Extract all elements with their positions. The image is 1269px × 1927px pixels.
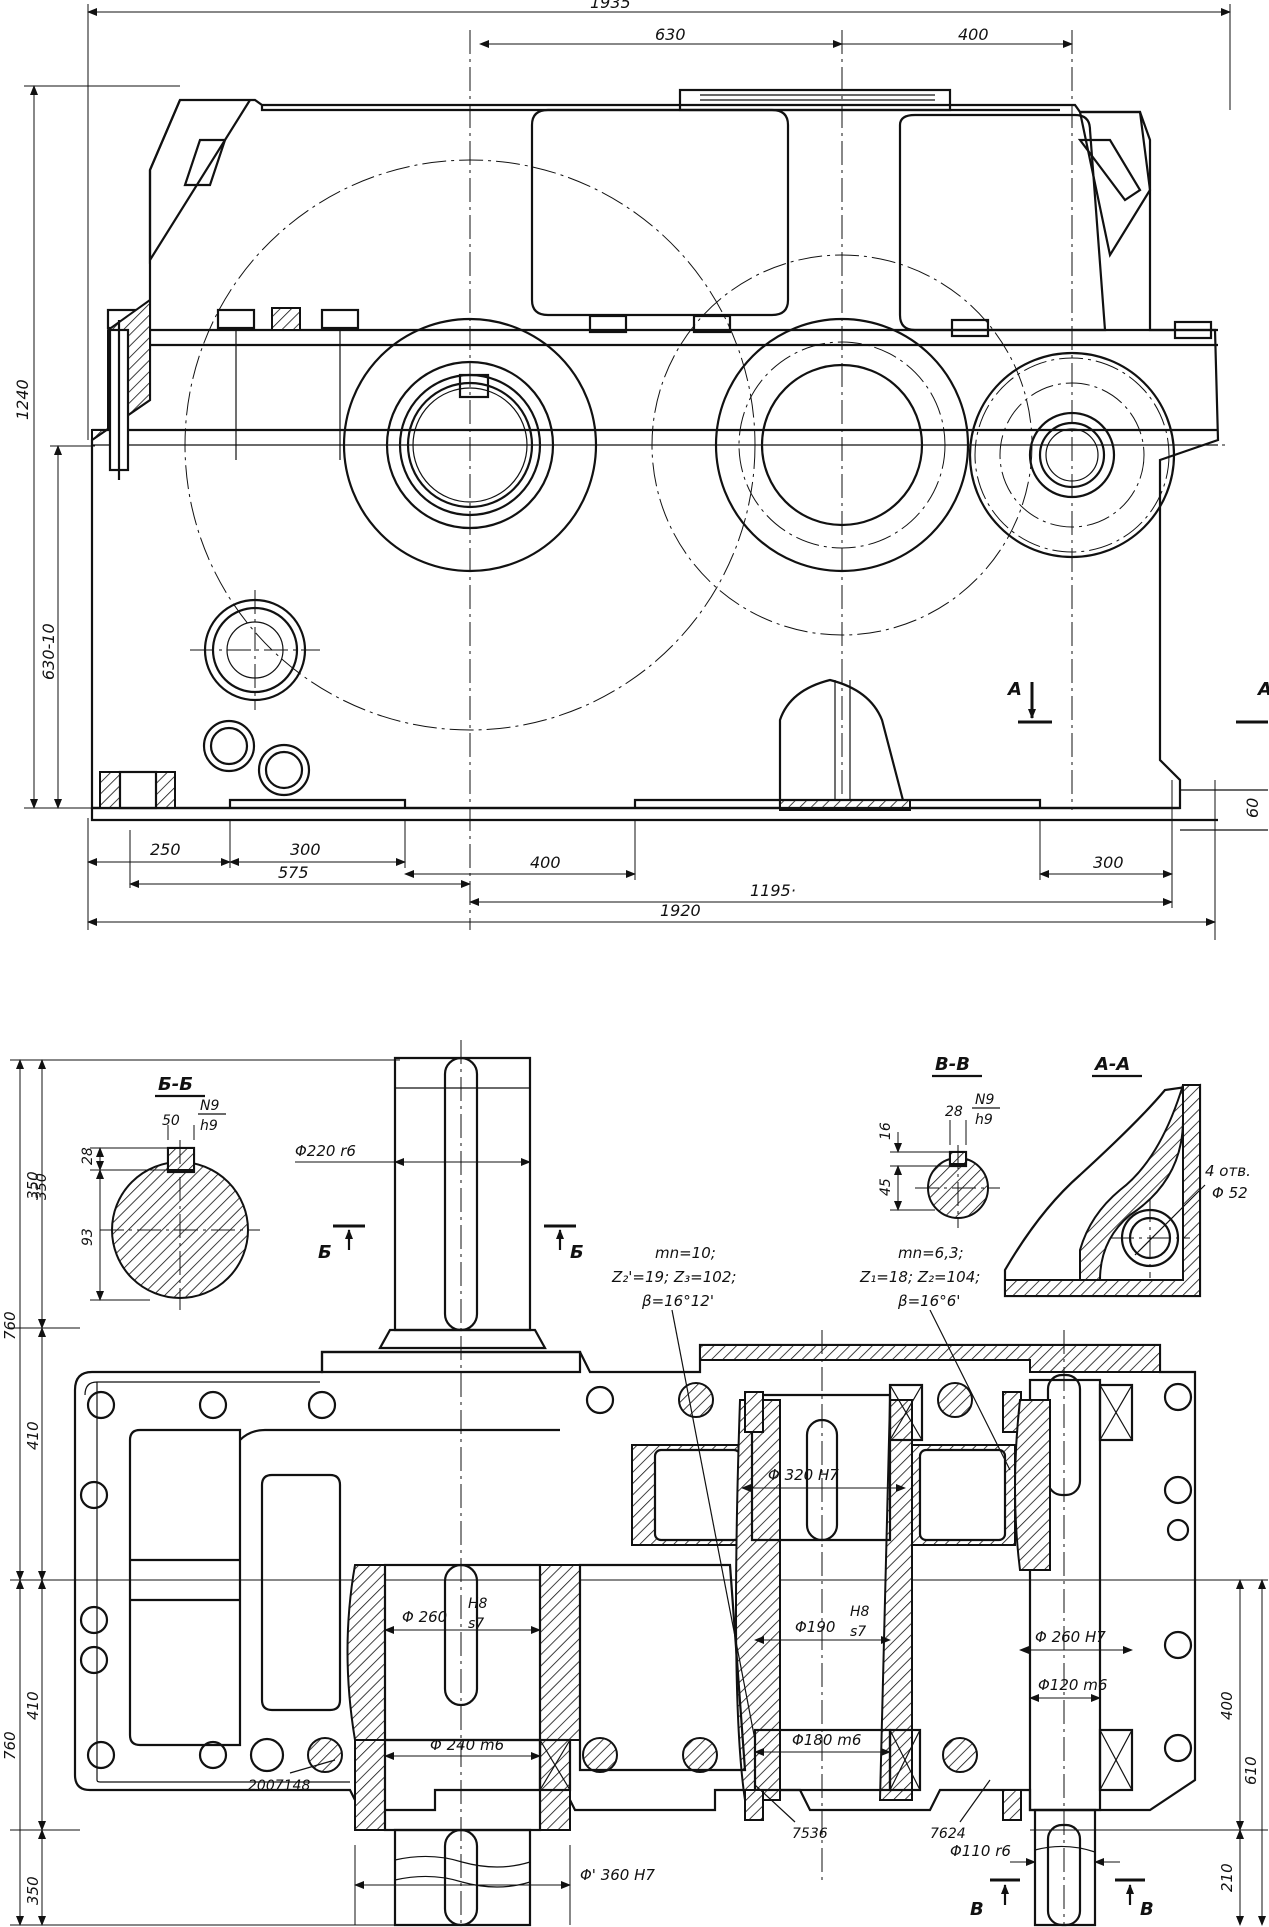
gear1-z: Z₂'=19; Z₃=102; xyxy=(611,1268,736,1286)
dia-320: Φ 320 H7 xyxy=(768,1466,839,1484)
gear2-z: Z₁=18; Z₂=104; xyxy=(859,1268,980,1286)
dia-260: Φ 260 xyxy=(402,1608,447,1626)
dia-190-den: s7 xyxy=(850,1624,866,1640)
section-a-left: A xyxy=(1006,679,1022,700)
gear1-mn: mn=10; xyxy=(655,1244,716,1262)
dim-630-10: 630-10 xyxy=(39,623,58,680)
section-v-right: B xyxy=(1140,1899,1154,1920)
top-view: 1935 630 400 1240 630-10 xyxy=(13,0,1269,940)
vv-16: 16 xyxy=(878,1122,894,1140)
section-aa: A-A 4 отв. Φ 52 xyxy=(1003,1054,1251,1298)
gear2-beta: β=16°6' xyxy=(897,1292,960,1310)
bb-93: 93 xyxy=(80,1228,96,1246)
dim-400-top: 400 xyxy=(958,25,989,44)
dim-400-right: 400 xyxy=(1218,1691,1236,1720)
dim-300b: 300 xyxy=(1093,853,1124,872)
dia-180: Φ180 m6 xyxy=(792,1731,861,1749)
section-bb: Б-Б 28 93 350 50 N9 h9 xyxy=(34,1074,260,1310)
joint-bolts xyxy=(106,307,1213,460)
flange-bolts xyxy=(79,1382,1193,1773)
bb-350: 350 xyxy=(34,1173,50,1200)
dia-260-h7: Φ 260 H7 xyxy=(1035,1628,1106,1646)
dim-410-top: 410 xyxy=(24,1421,42,1450)
bb-28: 28 xyxy=(80,1147,96,1165)
dim-60: 60 xyxy=(1243,798,1262,818)
vv-45: 45 xyxy=(878,1178,894,1196)
dia-120: Φ120 m6 xyxy=(1038,1676,1107,1694)
dia-360: Φ' 360 H7 xyxy=(580,1866,655,1884)
plan-section: 760 350 410 410 760 350 400 610 210 xyxy=(1,1040,1268,1927)
dim-350-top: 350 xyxy=(24,1171,42,1200)
section-aa-title: A-A xyxy=(1093,1054,1130,1075)
gear2-mn: mn=6,3; xyxy=(898,1244,964,1262)
section-bb-title: Б-Б xyxy=(158,1074,193,1095)
dim-210: 210 xyxy=(1218,1863,1236,1892)
dia-220: Φ220 r6 xyxy=(295,1142,356,1160)
dim-400-bottom: 400 xyxy=(530,853,561,872)
section-vv: B-B 16 45 28 N9 h9 xyxy=(878,1054,1000,1228)
dim-250: 250 xyxy=(150,840,181,859)
section-b-left: Б xyxy=(318,1242,332,1263)
section-a-right: A xyxy=(1256,679,1269,700)
section-v-left: B xyxy=(970,1899,984,1920)
dim-1195: 1195· xyxy=(750,881,796,900)
vv-key-num: N9 xyxy=(975,1092,994,1108)
bearings xyxy=(538,1383,1134,1821)
bearing-2007148: 2007148 xyxy=(248,1778,310,1794)
bearing-7536: 7536 xyxy=(792,1826,828,1842)
vv-key-w: 28 xyxy=(945,1104,963,1120)
dim-630: 630 xyxy=(655,25,686,44)
dim-760-bot: 760 xyxy=(1,1731,19,1760)
dim-1935: 1935 xyxy=(590,0,631,12)
dia-190: Φ190 xyxy=(795,1618,835,1636)
dia-190-num: H8 xyxy=(850,1604,870,1620)
section-b-right: Б xyxy=(570,1242,584,1263)
dia-260-den: s7 xyxy=(468,1616,484,1632)
aa-hole-d: Φ 52 xyxy=(1212,1184,1248,1202)
vv-key-den: h9 xyxy=(975,1112,993,1128)
dim-410-bot: 410 xyxy=(24,1691,42,1720)
dia-240: Φ 240 m6 xyxy=(430,1736,504,1754)
dim-760-top: 760 xyxy=(1,1311,19,1340)
aa-holes: 4 отв. xyxy=(1205,1162,1251,1180)
dim-610: 610 xyxy=(1242,1756,1260,1785)
gear1-beta: β=16°12' xyxy=(641,1292,714,1310)
bb-key-w: 50 xyxy=(162,1113,180,1129)
bb-key-num: N9 xyxy=(200,1098,219,1114)
bearing-7624: 7624 xyxy=(930,1826,966,1842)
bb-key-den: h9 xyxy=(200,1118,218,1134)
dia-260-num: H8 xyxy=(468,1596,488,1612)
dim-1240: 1240 xyxy=(13,379,32,420)
dia-110: Φ110 r6 xyxy=(950,1842,1011,1860)
dim-350-bot: 350 xyxy=(24,1876,42,1905)
section-vv-title: B-B xyxy=(935,1054,970,1075)
dim-300a: 300 xyxy=(290,840,321,859)
dim-1920: 1920 xyxy=(660,901,701,920)
dim-575: 575 xyxy=(278,863,309,882)
